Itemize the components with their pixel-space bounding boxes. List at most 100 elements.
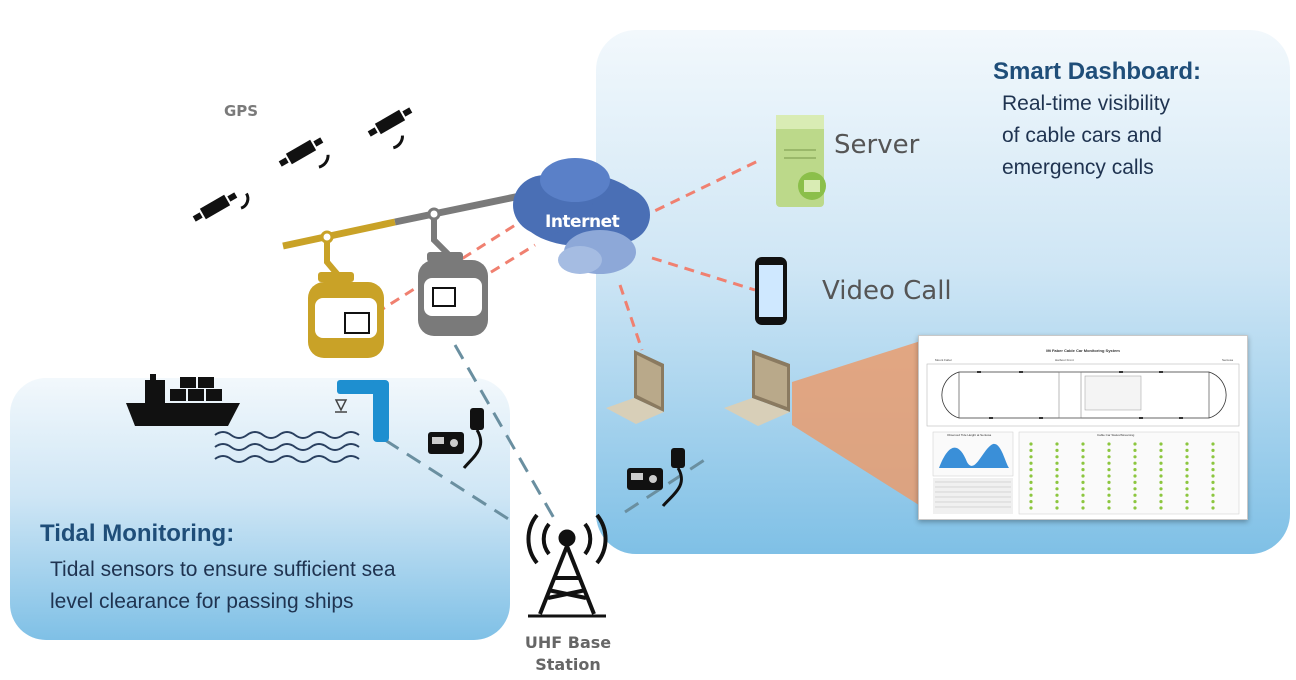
status-light bbox=[1029, 442, 1033, 446]
cable-line bbox=[282, 192, 521, 250]
dashboard-line: of cable cars and bbox=[1002, 124, 1162, 147]
status-light bbox=[1029, 506, 1033, 510]
status-light bbox=[1029, 468, 1033, 472]
status-light bbox=[1159, 468, 1163, 472]
tidal-title: Tidal Monitoring: bbox=[40, 520, 235, 547]
screenshot-station: Harbour Front bbox=[1055, 358, 1074, 362]
status-light bbox=[1185, 461, 1189, 465]
status-light bbox=[1133, 506, 1137, 510]
status-light bbox=[1133, 500, 1137, 504]
tidal-sensor-icon bbox=[334, 380, 389, 442]
status-light bbox=[1211, 493, 1215, 497]
status-light bbox=[1159, 500, 1163, 504]
status-light bbox=[1159, 487, 1163, 491]
laptop-icon bbox=[724, 350, 790, 426]
status-light bbox=[1211, 442, 1215, 446]
status-light bbox=[1211, 474, 1215, 478]
status-light bbox=[1185, 455, 1189, 459]
internet-label: Internet bbox=[545, 212, 620, 232]
status-light bbox=[1107, 442, 1111, 446]
status-light bbox=[1029, 461, 1033, 465]
tidal-panel bbox=[10, 378, 510, 640]
projection-beam bbox=[792, 338, 930, 512]
status-light bbox=[1159, 461, 1163, 465]
status-light bbox=[1055, 442, 1059, 446]
status-light bbox=[1107, 448, 1111, 452]
status-light bbox=[1159, 480, 1163, 484]
dashboard-line: emergency calls bbox=[1002, 156, 1154, 179]
status-light bbox=[1185, 506, 1189, 510]
status-light bbox=[1107, 493, 1111, 497]
dashboard-screenshot: Mt Faber Cable Car Monitoring System Mou… bbox=[918, 335, 1248, 520]
status-light bbox=[1185, 442, 1189, 446]
phone-icon bbox=[755, 257, 787, 325]
status-light bbox=[1211, 480, 1215, 484]
status-light bbox=[1211, 455, 1215, 459]
status-light bbox=[1107, 506, 1111, 510]
status-light bbox=[1107, 455, 1111, 459]
cable-car-grey bbox=[418, 219, 488, 336]
status-light bbox=[1211, 500, 1215, 504]
status-light bbox=[1081, 455, 1085, 459]
status-light bbox=[1055, 474, 1059, 478]
status-light bbox=[1029, 487, 1033, 491]
status-light bbox=[1159, 493, 1163, 497]
internet-cloud bbox=[513, 158, 650, 274]
video-call-label: Video Call bbox=[822, 276, 952, 306]
status-light bbox=[1029, 480, 1033, 484]
status-light bbox=[1081, 448, 1085, 452]
uhf-label-line: Station bbox=[535, 655, 601, 674]
status-light bbox=[1107, 474, 1111, 478]
status-light bbox=[1055, 500, 1059, 504]
status-light bbox=[1081, 506, 1085, 510]
status-light bbox=[1107, 480, 1111, 484]
tidal-line: level clearance for passing ships bbox=[50, 590, 354, 613]
status-light bbox=[1029, 474, 1033, 478]
uhf-label: UHF Base Station bbox=[510, 632, 626, 676]
cable-car-gold bbox=[308, 242, 384, 358]
status-light bbox=[1081, 461, 1085, 465]
status-light bbox=[1211, 506, 1215, 510]
status-light bbox=[1211, 461, 1215, 465]
laptop-icon bbox=[606, 350, 664, 424]
status-light bbox=[1107, 487, 1111, 491]
tidal-description: Tidal sensors to ensure sufficient sea l… bbox=[50, 554, 396, 618]
status-light bbox=[1081, 493, 1085, 497]
status-light bbox=[1081, 442, 1085, 446]
status-light bbox=[1081, 487, 1085, 491]
radio-icon bbox=[627, 448, 685, 507]
screenshot-station: Mount Faber bbox=[935, 358, 953, 362]
status-light bbox=[1185, 448, 1189, 452]
status-light bbox=[1055, 506, 1059, 510]
dashboard-description: Real-time visibility of cable cars and e… bbox=[1002, 88, 1170, 184]
status-light bbox=[1133, 480, 1137, 484]
status-light bbox=[1055, 455, 1059, 459]
status-light bbox=[1185, 493, 1189, 497]
status-light bbox=[1185, 480, 1189, 484]
status-light bbox=[1185, 500, 1189, 504]
status-light bbox=[1029, 448, 1033, 452]
server-icon bbox=[776, 115, 826, 207]
radio-links bbox=[384, 344, 713, 522]
screenshot-grid-title: Cable Car Status/Streaming bbox=[1097, 433, 1135, 437]
status-light bbox=[1081, 468, 1085, 472]
radio-icon bbox=[428, 408, 484, 469]
status-light bbox=[1133, 461, 1137, 465]
screenshot-chart-title: Observed Tide Height at Sentosa bbox=[947, 433, 992, 437]
status-light bbox=[1081, 480, 1085, 484]
status-light bbox=[1133, 493, 1137, 497]
status-light bbox=[1055, 461, 1059, 465]
status-light bbox=[1185, 468, 1189, 472]
status-light bbox=[1107, 500, 1111, 504]
status-light bbox=[1211, 468, 1215, 472]
status-light bbox=[1055, 487, 1059, 491]
status-light bbox=[1055, 493, 1059, 497]
status-light bbox=[1133, 487, 1137, 491]
status-light bbox=[1107, 468, 1111, 472]
status-light bbox=[1159, 442, 1163, 446]
status-light bbox=[1185, 487, 1189, 491]
status-light bbox=[1029, 455, 1033, 459]
screenshot-title: Mt Faber Cable Car Monitoring System bbox=[1046, 348, 1120, 353]
status-light bbox=[1133, 468, 1137, 472]
